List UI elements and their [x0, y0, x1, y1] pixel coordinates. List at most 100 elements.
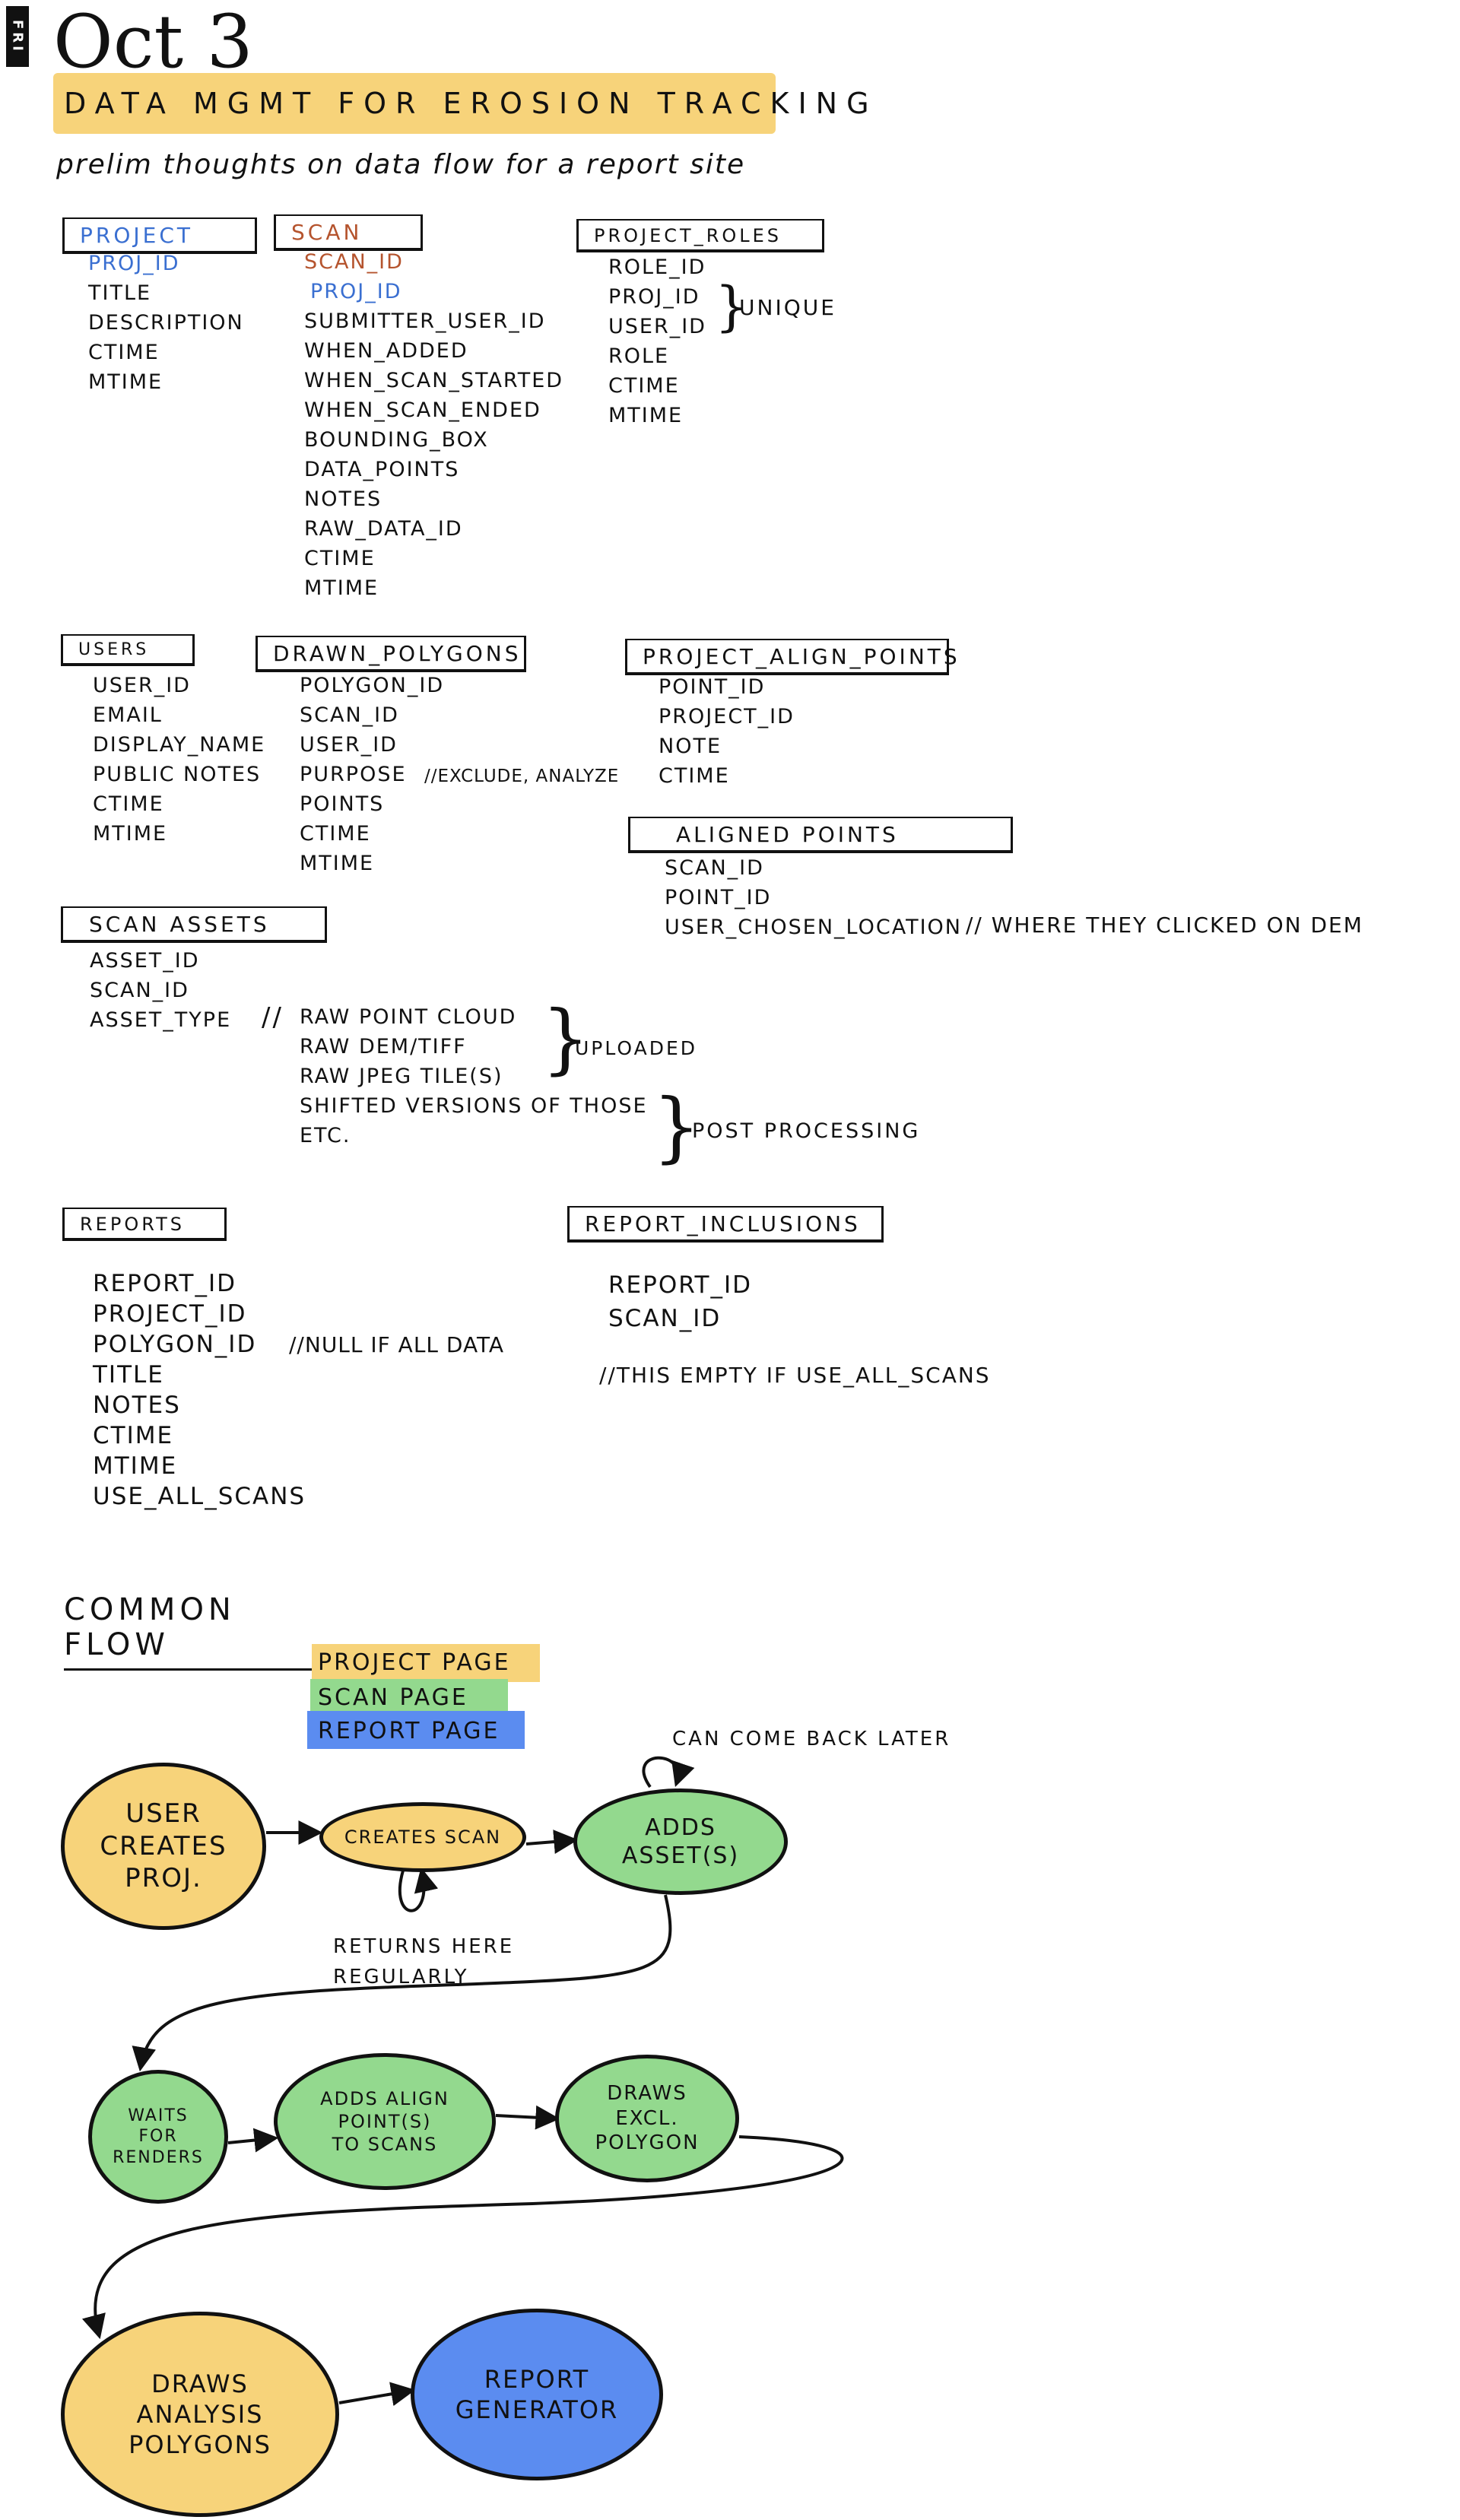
table-reports-fields: REPORT_ID PROJECT_ID POLYGON_ID TITLE NO…: [93, 1268, 306, 1512]
field-item: SUBMITTER_USER_ID: [304, 309, 546, 333]
table-reports-header: REPORTS: [62, 1208, 227, 1241]
field-item: MTIME: [300, 852, 375, 875]
field-item: POLYGON_ID: [93, 1331, 257, 1358]
field-item: TITLE: [88, 281, 152, 305]
field-item: REPORT_ID: [93, 1270, 236, 1297]
note-can-come-back-later: CAN COME BACK LATER: [672, 1728, 951, 1750]
field-item: NOTE: [659, 735, 722, 758]
node-creates-scan: CREATES SCAN: [319, 1802, 526, 1872]
field-item: REPORT_ID: [608, 1271, 752, 1299]
loop-assets-come-back: [642, 1756, 695, 1788]
field-item: CTIME: [93, 792, 164, 816]
arrow-scan-to-assets: [525, 1830, 579, 1855]
table-scan-title: SCAN: [291, 220, 363, 245]
field-item: TITLE: [93, 1361, 164, 1389]
field-item: CTIME: [659, 764, 730, 788]
table-project-fields: PROJ_ID TITLE DESCRIPTION CTIME MTIME: [88, 249, 244, 397]
field-item: NOTES: [93, 1392, 181, 1419]
table-scan-header: SCAN: [274, 214, 423, 251]
table-users-header: USERS: [61, 634, 195, 666]
field-item: PROJ_ID: [88, 252, 180, 275]
node-label: DRAWS ANALYSIS POLYGONS: [129, 2369, 271, 2459]
note-returns-here-regularly: RETURNS HERE REGULARLY: [333, 1935, 515, 1988]
table-project-roles-header: PROJECT_ROLES: [576, 219, 824, 252]
table-project-title: PROJECT: [80, 223, 193, 248]
table-drawn-polygons-title: DRAWN_POLYGONS: [273, 641, 522, 666]
arrow-waits-to-align: [227, 2128, 279, 2153]
legend-swatch-scan: [310, 1679, 508, 1715]
table-project-align-points-fields: POINT_ID PROJECT_ID NOTE CTIME: [659, 672, 795, 791]
field-item: EMAIL: [93, 703, 163, 727]
node-draws-analysis-polygons: DRAWS ANALYSIS POLYGONS: [61, 2312, 339, 2517]
purpose-note: //EXCLUDE, ANALYZE: [424, 766, 620, 786]
page-date: Oct 3: [53, 0, 253, 84]
field-item: POINTS: [300, 792, 385, 816]
field-item: POLYGON_ID: [300, 674, 445, 697]
field-item: POINT_ID: [665, 886, 772, 909]
field-item: PROJ_ID: [608, 285, 700, 309]
legend-swatch-project: [312, 1644, 540, 1682]
table-scan-assets-title: SCAN ASSETS: [89, 912, 270, 937]
field-item: DISPLAY_NAME: [93, 733, 266, 757]
arrow-analysis-to-report: [338, 2382, 416, 2407]
field-item: WHEN_SCAN_STARTED: [304, 369, 564, 392]
table-project-roles-fields: ROLE_ID PROJ_ID USER_ID ROLE CTIME MTIME: [608, 252, 706, 430]
field-item: ASSET_ID: [90, 949, 200, 973]
arrow-excl-to-analysis: [81, 2135, 844, 2340]
table-scan-assets-header: SCAN ASSETS: [61, 906, 327, 943]
node-draws-excl-polygon: DRAWS EXCL. POLYGON: [555, 2055, 739, 2182]
field-item: CTIME: [300, 822, 371, 846]
day-badge-text: FRI: [9, 19, 26, 54]
asset-type-item: ETC.: [300, 1124, 351, 1147]
day-badge: FRI: [6, 6, 29, 67]
field-item: CTIME: [304, 547, 376, 570]
legend-project-page: PROJECT PAGE: [318, 1649, 511, 1676]
arrow-assets-to-waits: [132, 1894, 672, 2072]
field-item: SCAN_ID: [665, 856, 764, 880]
field-item: DESCRIPTION: [88, 311, 244, 335]
title-highlight: [53, 73, 776, 134]
node-adds-align-points: ADDS ALIGN POINT(S) TO SCANS: [274, 2053, 496, 2190]
table-report-inclusions-fields: REPORT_ID SCAN_ID: [608, 1268, 752, 1335]
page-subtitle: prelim thoughts on data flow for a repor…: [56, 149, 746, 180]
node-label: REPORT GENERATOR: [455, 2365, 619, 2424]
field-item: ASSET_TYPE: [90, 1008, 232, 1032]
field-item: USER_CHOSEN_LOCATION: [665, 916, 962, 939]
table-aligned-points-fields: SCAN_ID POINT_ID USER_CHOSEN_LOCATION: [665, 853, 962, 942]
field-item: WHEN_SCAN_ENDED: [304, 398, 541, 422]
location-note: // WHERE THEY CLICKED ON DEM: [966, 912, 1363, 938]
loop-scan-returns: [398, 1867, 439, 1912]
post-processing-brace: }: [652, 1082, 701, 1171]
legend-swatch-report: [307, 1711, 525, 1749]
field-item: ROLE: [608, 344, 670, 368]
field-item: DATA_POINTS: [304, 458, 460, 481]
report-inclusions-note: //THIS EMPTY IF USE_ALL_SCANS: [599, 1363, 991, 1388]
field-item: ROLE_ID: [608, 255, 706, 279]
legend-scan-page: SCAN PAGE: [318, 1684, 468, 1711]
arrow-align-to-excl: [495, 2105, 560, 2130]
field-item: MTIME: [93, 822, 168, 846]
table-users-fields: USER_ID EMAIL DISPLAY_NAME PUBLIC NOTES …: [93, 671, 265, 849]
table-project-header: PROJECT: [62, 217, 257, 254]
field-item: MTIME: [608, 404, 684, 427]
table-project-align-points-header: PROJECT_ALIGN_POINTS: [625, 639, 957, 675]
common-flow-title: COMMON FLOW: [64, 1592, 330, 1671]
field-item: PURPOSE: [300, 763, 407, 786]
field-item: PROJECT_ID: [659, 705, 795, 728]
field-item: MTIME: [93, 1452, 178, 1480]
table-project-align-points-title: PROJECT_ALIGN_POINTS: [643, 644, 960, 669]
table-drawn-polygons-header: DRAWN_POLYGONS: [256, 636, 526, 672]
node-label: DRAWS EXCL. POLYGON: [595, 2082, 700, 2155]
field-item: CTIME: [93, 1422, 174, 1449]
table-scan-assets-fields: ASSET_ID SCAN_ID ASSET_TYPE: [90, 946, 231, 1035]
field-item: SCAN_ID: [608, 1305, 722, 1332]
asset-type-prefix: //: [262, 1002, 284, 1033]
table-reports-title: REPORTS: [80, 1214, 186, 1235]
node-label: ADDS ALIGN POINT(S) TO SCANS: [320, 2088, 449, 2155]
legend-report-page: REPORT PAGE: [318, 1718, 500, 1744]
field-item: SCAN_ID: [90, 979, 189, 1002]
asset-types-list: RAW POINT CLOUD RAW DEM/TIFF RAW JPEG TI…: [300, 1002, 648, 1151]
node-waits-for-renders: WAITS FOR RENDERS: [88, 2070, 228, 2204]
uploaded-note: UPLOADED: [575, 1037, 698, 1059]
